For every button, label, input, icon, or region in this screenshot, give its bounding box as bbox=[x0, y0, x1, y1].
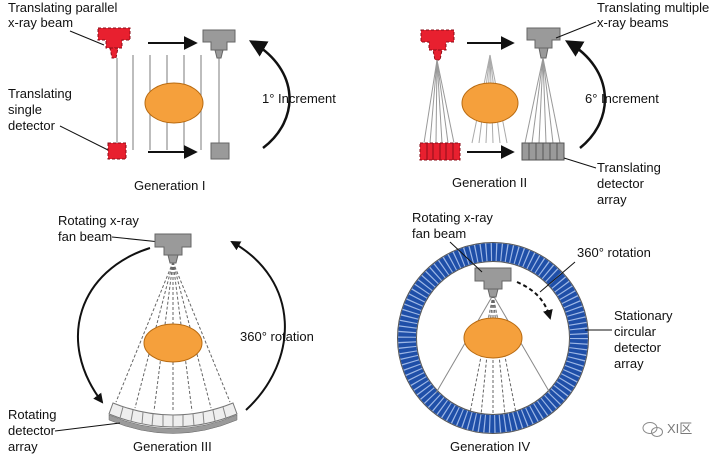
gen3-detector-cells bbox=[119, 406, 227, 427]
gen2-source-gray bbox=[526, 27, 561, 59]
gen4-fan-edges bbox=[435, 294, 551, 394]
gen2-detector-leader bbox=[563, 157, 597, 169]
gen3-detector-base bbox=[108, 414, 238, 434]
gen2-gray-fan bbox=[524, 57, 561, 144]
gen3-detector-leader bbox=[54, 422, 121, 432]
gen4-source-label: Rotating x-ray fan beam bbox=[412, 210, 497, 241]
gen2-object bbox=[461, 82, 519, 124]
gen3-rotation-label: 360° rotation bbox=[240, 329, 314, 344]
generation-3-panel: Rotating x-ray fan beam bbox=[8, 213, 314, 454]
gen2-red-fan bbox=[423, 59, 455, 144]
gen3-rotation-arrow-right bbox=[230, 241, 286, 411]
gen3-source-leader bbox=[111, 236, 161, 243]
watermark-text: XI区 bbox=[667, 421, 692, 436]
gen4-rotation-label: 360° rotation bbox=[577, 245, 651, 260]
gen1-detector-label: Translating single detector bbox=[8, 86, 75, 133]
gen3-rotation-arrow-left bbox=[77, 247, 151, 404]
gen1-source-gray bbox=[202, 29, 236, 59]
gen4-rotation-leader bbox=[539, 261, 576, 293]
gen1-source-label: Translating parallel x-ray beam bbox=[8, 0, 121, 30]
gen4-title: Generation IV bbox=[450, 439, 531, 454]
gen3-title: Generation III bbox=[133, 439, 212, 454]
gen2-detector-gray-cells bbox=[528, 143, 558, 160]
gen1-increment-label: 1° Increment bbox=[262, 91, 336, 106]
gen3-source-label: Rotating x-ray fan beam bbox=[58, 213, 143, 244]
gen2-source-leader bbox=[555, 21, 597, 39]
gen2-source-label: Translating multiple x-ray beams bbox=[597, 0, 713, 30]
gen3-object bbox=[143, 323, 203, 363]
gen1-source-leader bbox=[69, 30, 105, 46]
gen2-title: Generation II bbox=[452, 175, 527, 190]
generation-2-panel: Translating multiple x-ray beams 6° Incr… bbox=[419, 0, 713, 207]
gen2-increment-label: 6° Increment bbox=[585, 91, 659, 106]
gen1-detector-red bbox=[107, 142, 127, 160]
gen2-increment-arrow bbox=[564, 40, 607, 149]
gen1-object bbox=[144, 82, 204, 124]
gen1-increment-arrow bbox=[248, 40, 291, 149]
gen1-detector-leader bbox=[59, 125, 109, 151]
watermark: XI区 bbox=[642, 421, 692, 437]
gen4-detector-label: Stationary circular detector array bbox=[614, 308, 676, 371]
gen1-title: Generation I bbox=[134, 178, 206, 193]
gen1-detector-gray bbox=[210, 142, 230, 160]
generation-1-panel: Translating parallel x-ray beam Translat… bbox=[8, 0, 336, 193]
gen1-source-red bbox=[97, 27, 131, 59]
gen2-detector-label: Translating detector array bbox=[597, 160, 664, 207]
wechat-icon bbox=[642, 422, 663, 437]
gen4-source-leader bbox=[449, 241, 483, 273]
gen4-object bbox=[463, 317, 523, 359]
gen3-source bbox=[154, 233, 192, 264]
gen2-source-red bbox=[420, 29, 455, 61]
gen3-detector-label: Rotating detector array bbox=[8, 407, 60, 454]
gen4-detector-ring bbox=[397, 242, 589, 434]
generation-4-panel: Rotating x-ray fan beam 360° rotation St… bbox=[397, 210, 676, 454]
gen4-source bbox=[474, 267, 512, 298]
gen2-detector-red-cells bbox=[426, 143, 454, 160]
